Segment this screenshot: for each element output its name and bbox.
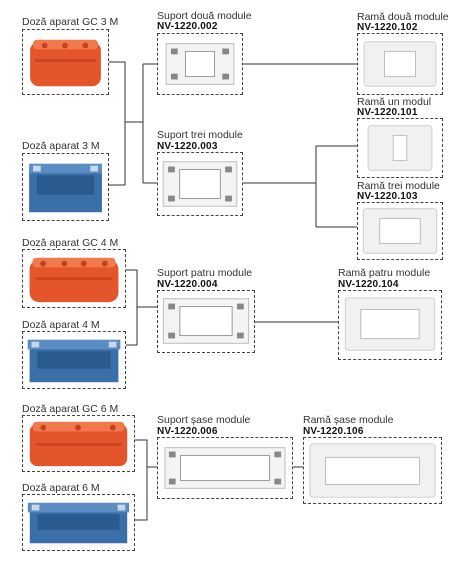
support-3-code: NV-1220.003 (157, 141, 218, 152)
support-2-code: NV-1220.002 (157, 21, 218, 32)
frame-2 (357, 33, 443, 95)
cover-frame-icon (363, 41, 437, 87)
orange-box-icon (29, 421, 128, 467)
frame-2-code: NV-1220.102 (357, 22, 418, 33)
box-gc4-label: Doză aparat GC 4 M (22, 237, 119, 249)
box-6m (22, 494, 135, 551)
support-2-label: Suport două module (157, 10, 252, 22)
support-frame-icon (162, 161, 238, 207)
frame-1-code: NV-1220.101 (357, 107, 418, 118)
box-4m-label: Doză aparat 4 M (22, 319, 100, 331)
support-6 (157, 437, 293, 499)
frame-6-code: NV-1220.106 (303, 426, 364, 437)
frame-4 (338, 290, 442, 360)
frame-1-label: Ramă un modul (357, 96, 432, 108)
connector-boxes-4m (126, 269, 138, 346)
cover-frame-icon (309, 443, 436, 498)
cover-frame-icon (344, 297, 436, 351)
support-3 (157, 152, 243, 216)
frame-6 (303, 437, 442, 504)
frame-6-label: Ramă șase module (303, 414, 394, 426)
frame-2-label: Ramă două module (357, 11, 449, 23)
connector-boxes-3m (109, 61, 126, 186)
connector-boxes-6m (135, 439, 148, 521)
box-gc4 (22, 249, 126, 308)
frame-4-code: NV-1220.104 (338, 279, 399, 290)
frame-1 (357, 118, 443, 178)
blue-box-icon (29, 163, 102, 213)
frame-3-label: Ramă trei module (357, 180, 440, 192)
support-4-code: NV-1220.004 (157, 279, 218, 290)
support-6-label: Suport șase module (157, 414, 251, 426)
frame-3 (357, 202, 443, 260)
blue-box-icon (27, 339, 121, 383)
support-frame-icon (164, 447, 286, 489)
box-gc3-label: Doză aparat GC 3 M (22, 16, 119, 28)
box-4m (22, 331, 126, 389)
frame-4-label: Ramă patru module (338, 267, 431, 279)
orange-box-icon (29, 257, 119, 303)
support-4-label: Suport patru module (157, 267, 253, 279)
support-4 (157, 290, 255, 353)
support-frame-icon (165, 43, 235, 85)
cover-frame-icon (362, 208, 438, 254)
support-2 (157, 33, 243, 95)
blue-box-icon (27, 502, 130, 544)
box-3m-label: Doză aparat 3 M (22, 140, 100, 152)
box-gc6 (22, 415, 135, 472)
orange-box-icon (30, 39, 101, 87)
box-6m-label: Doză aparat 6 M (22, 482, 100, 494)
support-6-code: NV-1220.006 (157, 426, 218, 437)
box-gc6-label: Doză aparat GC 6 M (22, 403, 119, 415)
frame-3-code: NV-1220.103 (357, 191, 418, 202)
support-3-label: Suport trei module (157, 129, 243, 141)
box-gc3 (22, 29, 109, 95)
box-3m (22, 153, 109, 221)
cover-frame-icon (367, 125, 433, 171)
support-frame-icon (162, 298, 250, 344)
